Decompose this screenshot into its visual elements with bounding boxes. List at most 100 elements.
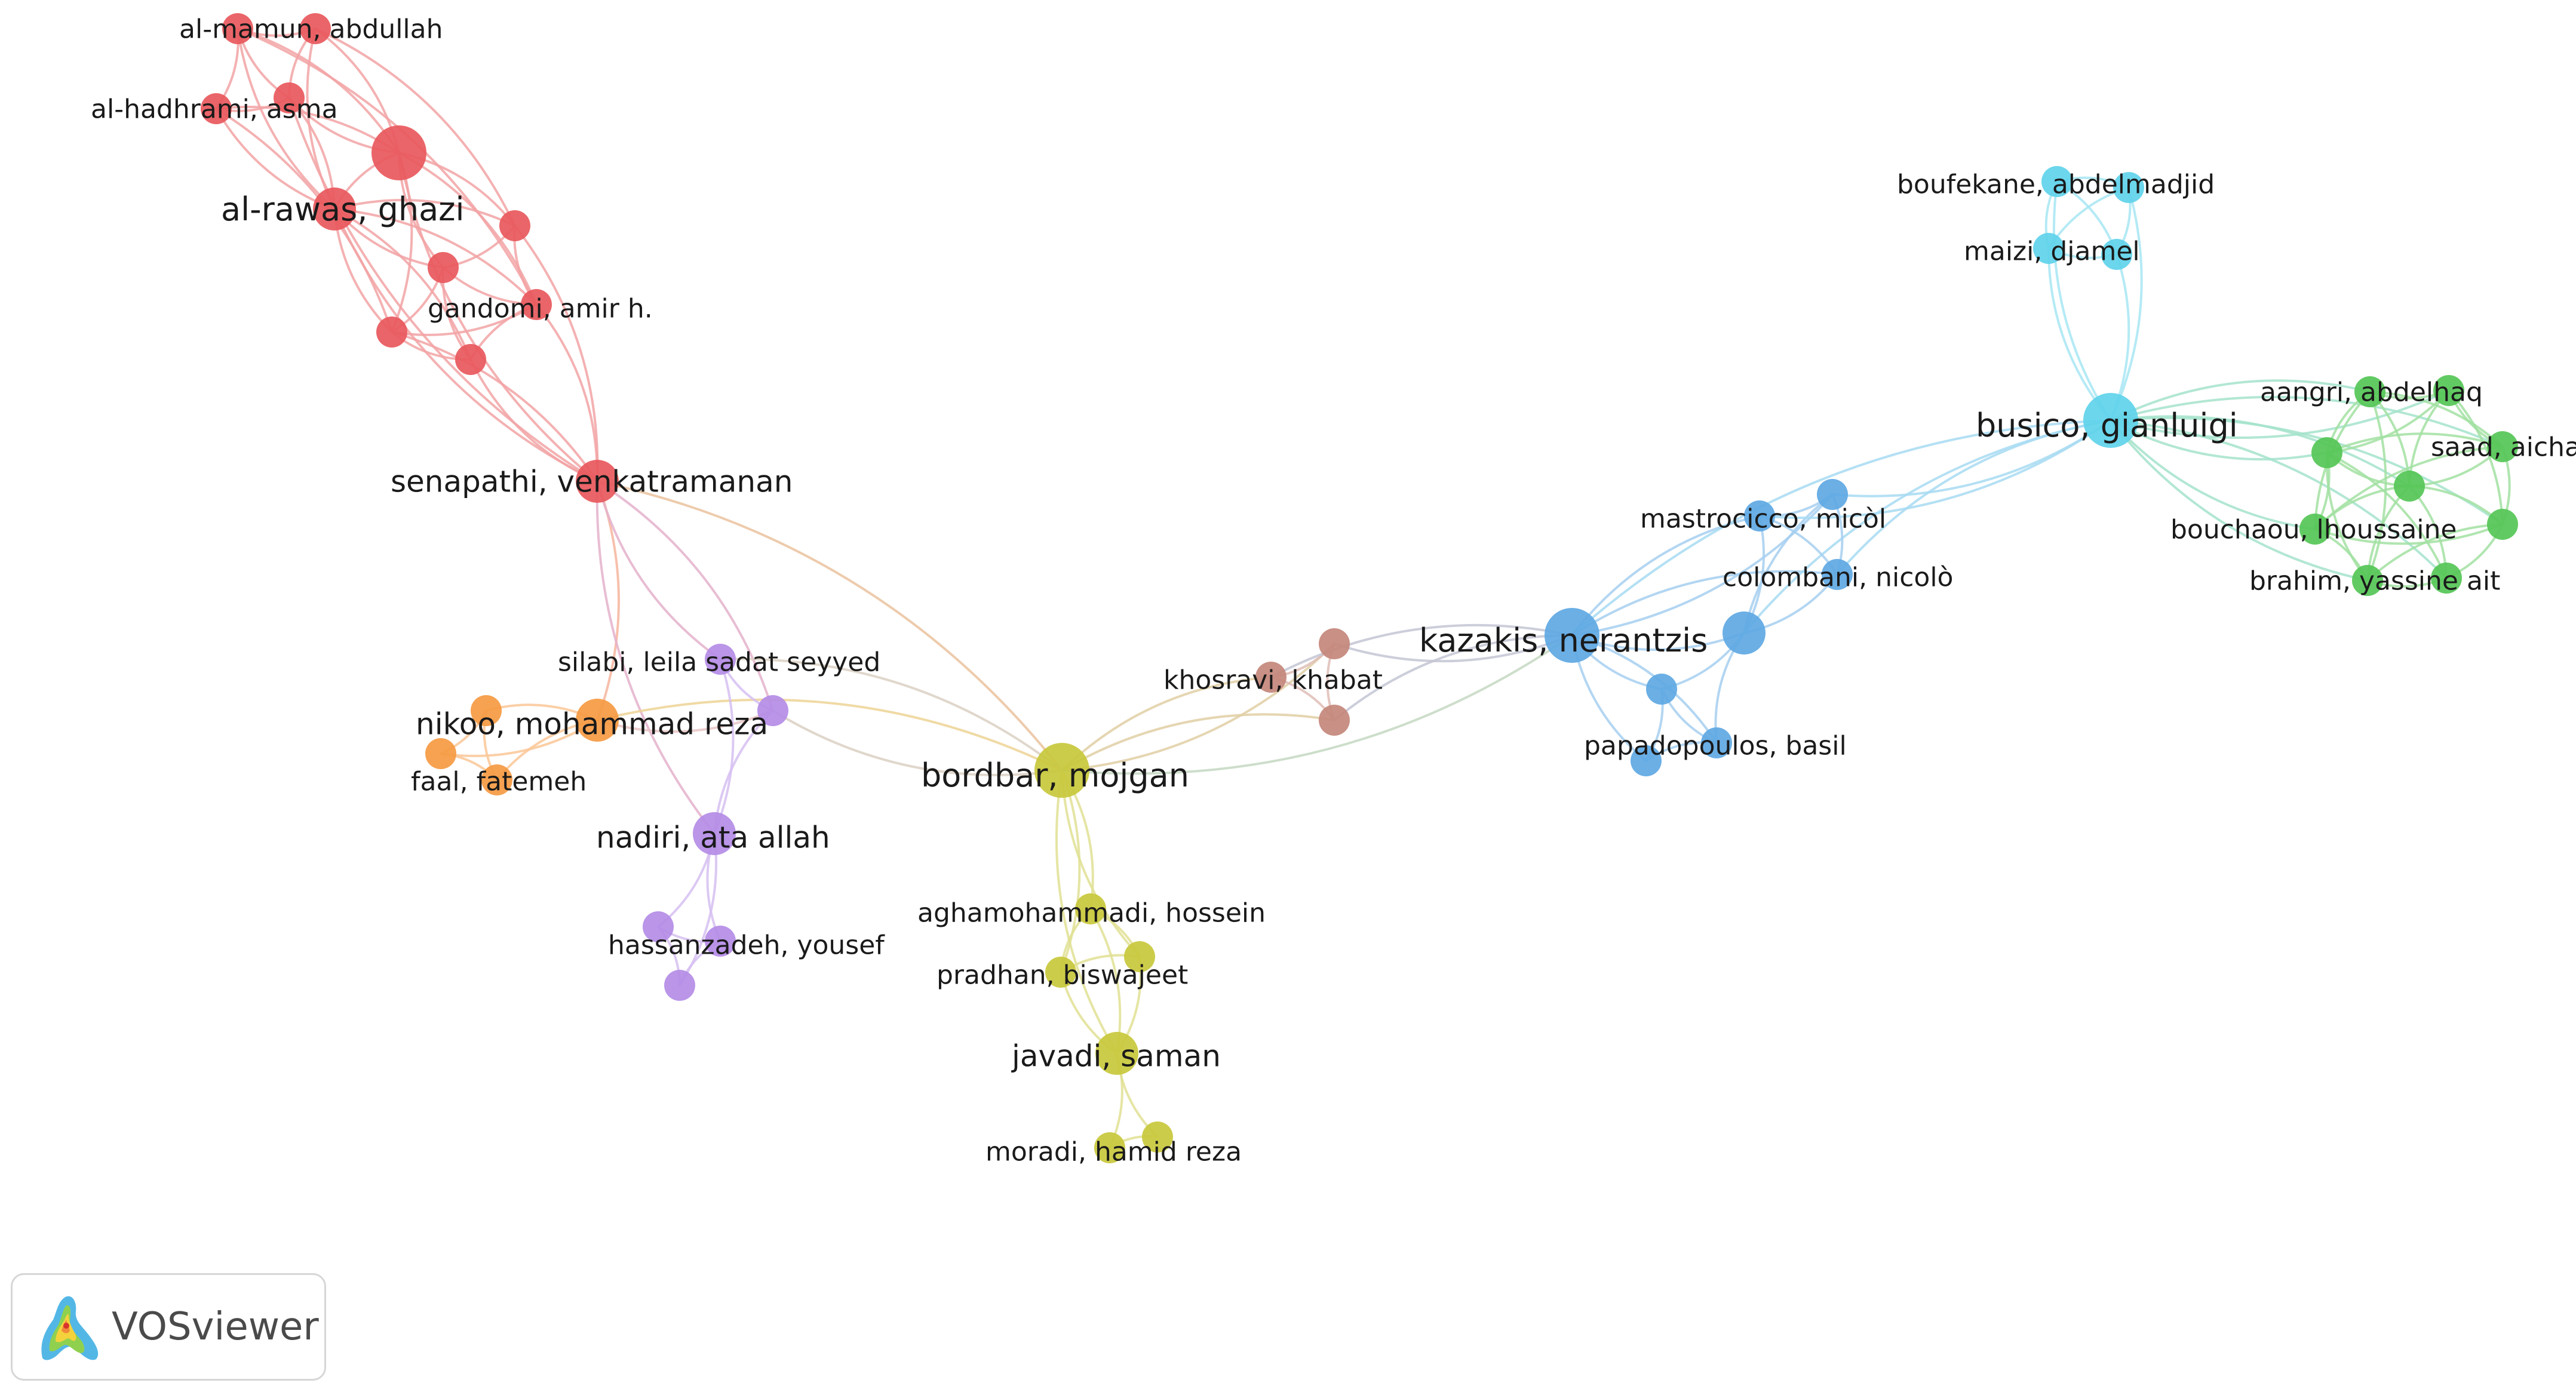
node-moradi[interactable] [1094, 1132, 1125, 1163]
edge-nadiri-p_c [678, 832, 718, 987]
vosviewer-badge[interactable]: VOSviewer [11, 1273, 326, 1381]
node-bouchaou[interactable] [2299, 514, 2331, 545]
edge-bordbar-b_a [1061, 643, 1335, 772]
node-saad[interactable] [2487, 431, 2518, 462]
edge-almamun-r_c [237, 27, 400, 154]
node-g_d[interactable] [2487, 509, 2518, 540]
edge-colombani-busico [1836, 419, 2112, 576]
edge-senapathi-silabi [596, 480, 721, 660]
node-nikoo[interactable] [576, 699, 619, 742]
node-r_g[interactable] [455, 344, 486, 375]
node-o_a[interactable] [471, 695, 502, 726]
edge-busico-g_d [2110, 416, 2504, 526]
node-r_f[interactable] [376, 316, 407, 348]
node-r_b[interactable] [274, 82, 305, 113]
label-moradi: moradi, hamid reza [985, 1136, 1242, 1167]
edge-bordbar-y_a [1061, 769, 1141, 958]
node-alhadhrami[interactable] [201, 93, 232, 124]
node-bl_c[interactable] [1646, 674, 1677, 705]
node-almamun[interactable] [222, 13, 253, 44]
edge-alrawas-r_g [333, 208, 472, 361]
node-khosravi[interactable] [1255, 662, 1287, 693]
node-r_e[interactable] [428, 252, 459, 283]
edge-busico-g_b [2110, 419, 2328, 461]
label-nikoo: nikoo, mohammad reza [416, 707, 768, 742]
node-boufekane[interactable] [2041, 166, 2073, 197]
label-senapathi: senapathi, venkatramanan [391, 465, 793, 499]
node-brahim[interactable] [2352, 565, 2383, 596]
label-brahim: brahim, yassine ait [2249, 566, 2500, 596]
node-c_a[interactable] [2113, 172, 2144, 203]
label-maizi: maizi, djamel [1964, 236, 2140, 266]
node-aghamohammadi[interactable] [1075, 893, 1106, 924]
node-r_a[interactable] [300, 13, 331, 44]
edge-r_g-senapathi [469, 358, 598, 483]
edge-aangri-saad [2369, 391, 2504, 448]
node-g_a[interactable] [2433, 375, 2464, 406]
node-y_a[interactable] [1124, 941, 1155, 972]
node-g_e[interactable] [2431, 563, 2462, 594]
node-alrawas[interactable] [313, 188, 356, 231]
label-gandomi: gandomi, amir h. [428, 293, 653, 324]
node-bl_d[interactable] [1631, 745, 1662, 776]
node-r_c[interactable] [371, 125, 426, 180]
node-bl_a[interactable] [1723, 612, 1766, 654]
edge-bl_a-bl_b [1743, 493, 1834, 634]
node-kazakis[interactable] [1545, 608, 1599, 663]
node-bl_b[interactable] [1817, 479, 1848, 510]
edge-g_a-g_b [2326, 389, 2450, 454]
label-khosravi: khosravi, khabat [1163, 665, 1383, 695]
node-y_b[interactable] [1142, 1121, 1173, 1153]
label-silabi: silabi, leila sadat seyyed [558, 647, 880, 677]
label-colombani: colombani, nicolò [1723, 562, 1953, 592]
node-b_a[interactable] [1319, 628, 1350, 659]
node-faal_a[interactable] [425, 738, 456, 769]
edge-g_b-brahim [2325, 451, 2369, 582]
edge-kazakis-bl_b [1571, 493, 1834, 637]
edge-alrawas-gandomi [333, 208, 538, 306]
node-nadiri[interactable] [693, 812, 736, 855]
label-pradhan: pradhan, biswajeet [937, 960, 1188, 990]
node-b_b[interactable] [1319, 705, 1350, 736]
label-aangri: aangri, abdelhaq [2260, 377, 2483, 407]
label-bouchaou: bouchaou, lhoussaine [2170, 514, 2457, 545]
label-alrawas: al-rawas, ghazi [221, 190, 465, 228]
node-g_b[interactable] [2311, 437, 2342, 468]
edge-bordbar-b_b [1061, 713, 1335, 772]
edge-silabi-nadiri [713, 658, 735, 835]
node-hassanzadeh[interactable] [643, 911, 674, 942]
node-p_a[interactable] [757, 695, 788, 726]
node-maizi[interactable] [2033, 233, 2064, 264]
node-mastrocicco[interactable] [1744, 500, 1775, 531]
edge-aangri-brahim [2366, 391, 2387, 582]
edge-kazakis-colombani [1571, 570, 1838, 637]
edge-saad-g_b [2326, 432, 2504, 454]
node-gandomi[interactable] [521, 289, 552, 320]
label-nadiri: nadiri, ata allah [596, 821, 830, 855]
label-kazakis: kazakis, nerantzis [1419, 622, 1708, 659]
edge-khosravi-kazakis [1270, 623, 1573, 678]
node-javadi[interactable] [1095, 1032, 1138, 1075]
node-busico[interactable] [2083, 393, 2138, 448]
edge-r_f-senapathi [391, 331, 598, 483]
edge-alrawas-r_d [333, 199, 516, 227]
node-p_b[interactable] [705, 926, 736, 957]
node-o_b[interactable] [481, 764, 512, 795]
edge-busico-c_a [2110, 186, 2143, 422]
node-r_d[interactable] [499, 210, 530, 241]
edge-busico-brahim [2110, 419, 2369, 582]
edge-b_a-kazakis [1333, 634, 1573, 663]
node-g_c[interactable] [2394, 471, 2425, 502]
edge-g_d-brahim [2366, 523, 2504, 582]
node-silabi[interactable] [705, 644, 736, 675]
node-aangri[interactable] [2354, 376, 2385, 407]
node-colombani[interactable] [1822, 559, 1853, 590]
node-pradhan[interactable] [1045, 957, 1076, 988]
node-c_b[interactable] [2101, 239, 2132, 270]
node-papadopoulos[interactable] [1701, 727, 1732, 758]
node-p_c[interactable] [664, 970, 695, 1001]
node-bordbar[interactable] [1034, 743, 1089, 798]
node-senapathi[interactable] [576, 460, 619, 503]
